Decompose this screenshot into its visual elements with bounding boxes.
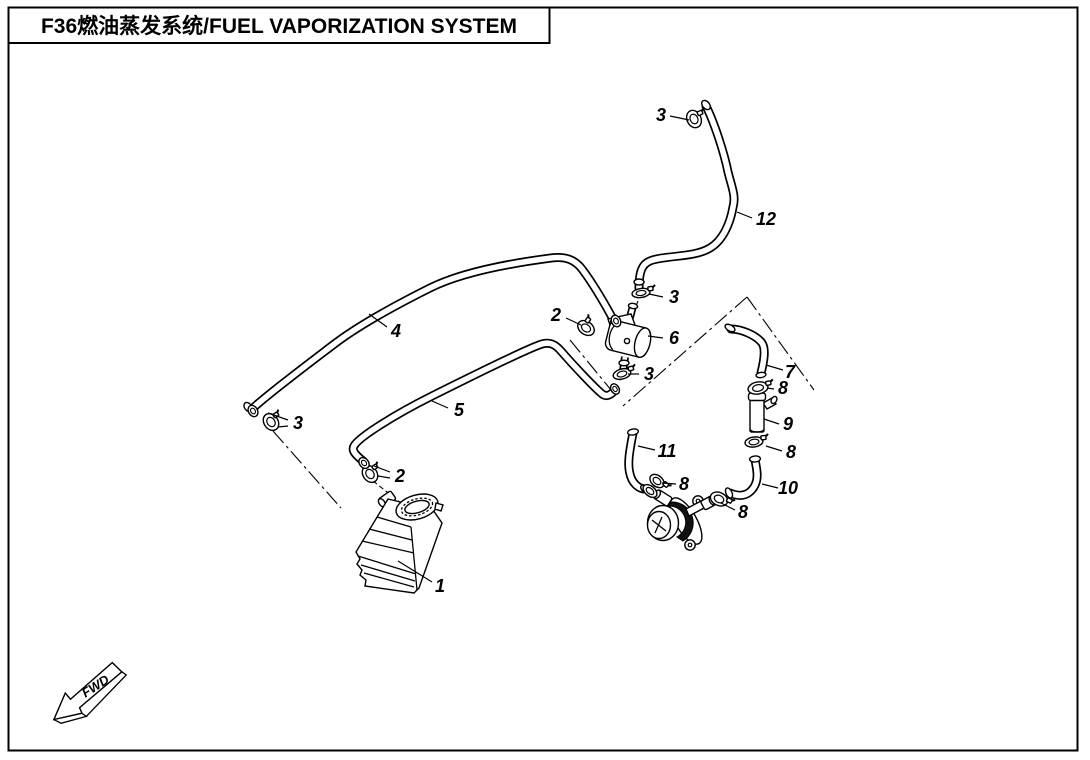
valve-6 [604,302,652,374]
hose-clamp-icon [612,363,636,381]
assembly-reference-lines [272,296,815,509]
part-callout-8: 8 [778,378,788,398]
callout-leader [277,425,289,428]
canister-cap [395,493,439,521]
hose-clamp-icon [747,378,774,395]
canister-1 [355,490,444,594]
mounting-ear [684,539,696,551]
hose-clamp-icon [649,473,672,489]
part-callout-1: 1 [435,576,445,596]
part-callout-2: 2 [550,305,561,325]
callout-leader [431,400,449,409]
part-callout-3: 3 [644,364,654,384]
part-callout-6: 6 [669,328,680,348]
part-callout-4: 4 [390,321,401,341]
hose-open-end [755,371,767,379]
diagram-border [7,6,1079,752]
callout-leader [373,465,391,473]
callout-leader [669,115,690,121]
callout-leader [765,364,784,371]
page-title: F36燃油蒸发系统/FUEL VAPORIZATION SYSTEM [41,14,517,38]
hose-clamp-icon [577,314,595,337]
port-collar [618,359,630,367]
callout-leader [647,335,664,339]
cap-tab [434,502,444,512]
part-callout-3: 3 [669,287,679,307]
callout-leader [267,412,289,421]
callout-leader [761,483,779,489]
callout-leader [763,418,780,425]
hose-clamp-icon [262,409,280,432]
part-callout-3: 3 [656,105,666,125]
hose-open-end [724,323,736,333]
hose-12 [633,99,739,293]
part-callout-8: 8 [786,442,796,462]
hose-clamp-icon [709,491,736,507]
hose-end-fitting [358,456,370,470]
hose-end-fitting [247,404,259,418]
part-callout-5: 5 [454,400,465,420]
canister-ribs [361,516,418,591]
hose-open-end [701,99,711,111]
fwd-arrow-face [52,661,123,721]
part-callout-2: 2 [394,466,405,486]
hose-10 [724,455,762,500]
callout-leader [648,293,664,298]
hardware-layer [247,107,774,507]
canister-base-rings [357,555,417,588]
part-callout-11: 11 [658,441,677,461]
part-callout-3: 3 [293,413,303,433]
callout-leader [377,475,391,479]
title-box: F36燃油蒸发系统/FUEL VAPORIZATION SYSTEM [7,6,551,44]
callout-leader [368,313,388,328]
hose-collar [633,278,645,286]
hose-5 [348,338,620,466]
callout-leader [397,560,433,583]
hose-clamp-icon [685,107,705,129]
title-box-frame [7,6,551,44]
hose-open-end [626,428,640,436]
part-callout-8: 8 [738,502,748,522]
callout-leader [766,387,775,390]
hose-end-fitting [610,314,622,328]
hose-7 [724,323,769,379]
part-callout-12: 12 [756,209,776,229]
callout-leader [661,482,677,485]
part-callout-8: 8 [679,474,689,494]
callout-leader [736,211,753,219]
hose-open-end [724,487,734,499]
part-callout-7: 7 [785,362,796,382]
callout-leader [565,317,582,326]
fwd-arrow-extrusion [53,671,128,724]
callout-leader [765,445,783,452]
callout-leader [720,502,736,511]
hose-end-fitting [609,383,621,395]
callout-leader [637,445,656,451]
part-callout-10: 10 [778,478,798,498]
hose-open-end [748,455,762,463]
hose-clamp-icon [744,433,769,448]
connector-9 [747,392,778,433]
part-callout-9: 9 [783,414,793,434]
hose-clamp-icon [631,284,656,299]
o-ring-icon [642,483,658,499]
